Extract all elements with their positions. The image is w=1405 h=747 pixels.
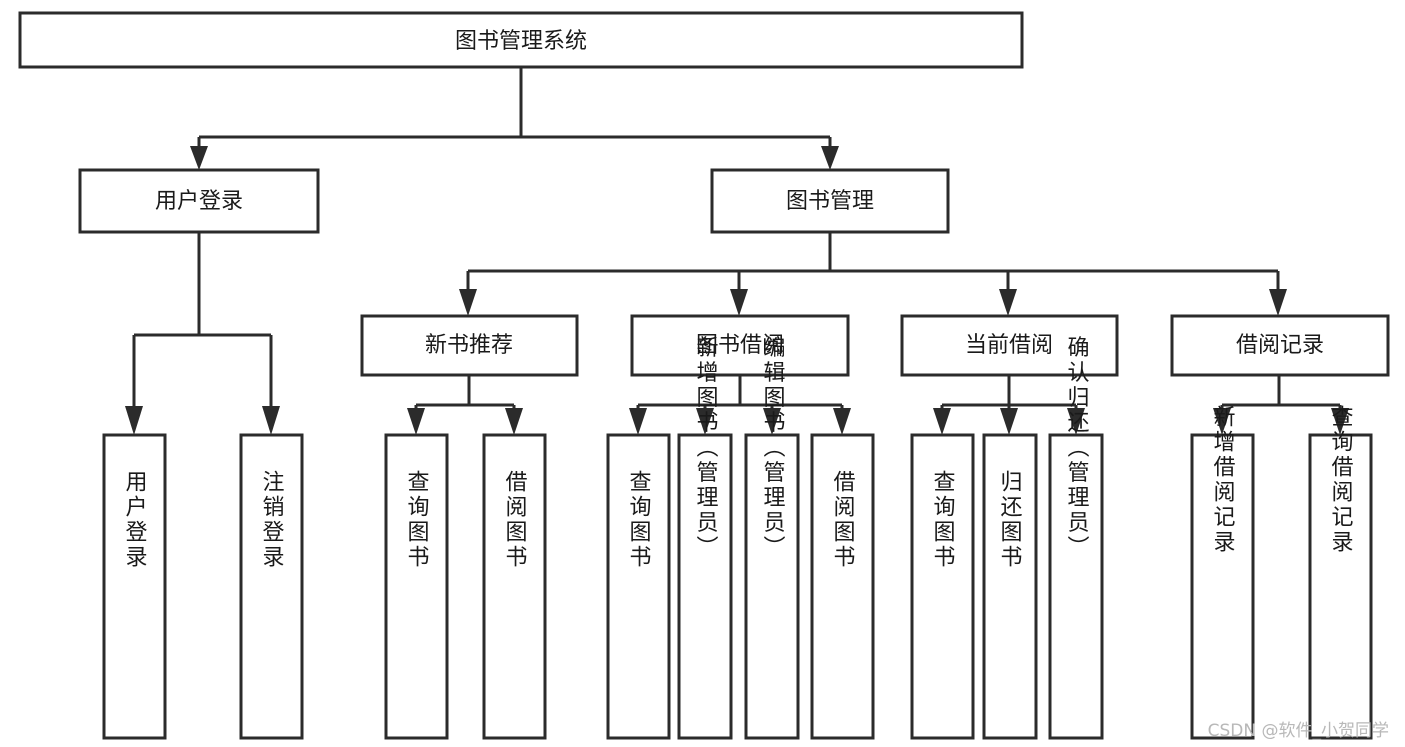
node-borrow-record-box[interactable]: [1170, 314, 1390, 377]
arrow-user-login-leaf-2: [262, 406, 280, 435]
leaf-query-book-brw[interactable]: 查询图书: [606, 433, 671, 740]
node-user-login-label: 用户登录: [155, 189, 243, 214]
leaf-query-book-cur[interactable]: 查询图书: [910, 433, 975, 740]
arrow-bb-leaf-4: [833, 408, 851, 435]
leaf-borrow-book-rec-box[interactable]: [482, 433, 547, 740]
leaf-query-book-rec[interactable]: 查询图书: [384, 433, 449, 740]
leaf-query-record[interactable]: 查询借阅记录: [1308, 405, 1373, 740]
node-book-manage-label: 图书管理: [786, 189, 874, 214]
node-book-borrow-box[interactable]: [630, 314, 850, 377]
leaf-add-book[interactable]: 新增图书（管理员）: [677, 336, 733, 740]
leaf-query-book-rec-label: 查询图书: [404, 470, 430, 570]
leaf-query-book-cur-label: 查询图书: [930, 470, 956, 570]
leaf-edit-book[interactable]: 编辑图书（管理员）: [744, 336, 800, 740]
node-current-borrow-label: 当前借阅: [965, 333, 1053, 358]
node-book-borrow[interactable]: 图书借阅: [630, 314, 850, 377]
leaf-confirm-return-box[interactable]: [1048, 433, 1104, 740]
leaf-borrow-book-rec[interactable]: 借阅图书: [482, 433, 547, 740]
node-root[interactable]: 图书管理系统: [18, 11, 1024, 69]
node-root-box[interactable]: [18, 11, 1024, 69]
arrow-br-leaf-1: [1213, 408, 1231, 435]
leaf-query-book-brw-label: 查询图书: [626, 470, 652, 570]
node-new-book-rec-box[interactable]: [360, 314, 579, 377]
node-root-label: 图书管理系统: [455, 29, 587, 54]
arrow-bb-leaf-3: [763, 408, 781, 435]
leaf-add-record-box[interactable]: [1190, 433, 1255, 740]
leaf-query-record-label: 查询借阅记录: [1328, 405, 1354, 555]
leaf-confirm-return-label: 确认归还（管理员）: [1064, 336, 1090, 561]
leaf-logout-label: 注销登录: [259, 470, 285, 570]
node-user-login-box[interactable]: [78, 168, 320, 234]
arrow-bb-leaf-1: [629, 408, 647, 435]
arrow-cb-leaf-2: [1000, 408, 1018, 435]
arrow-bm-to-book-borrow: [730, 289, 748, 316]
connector-layer: [125, 67, 1349, 435]
arrow-br-leaf-2: [1331, 408, 1349, 435]
node-book-borrow-label: 图书借阅: [696, 333, 784, 358]
arrow-nbr-leaf-1: [407, 408, 425, 435]
leaf-logout-box[interactable]: [239, 433, 304, 740]
arrow-bm-to-new-book-rec: [459, 289, 477, 316]
node-borrow-record[interactable]: 借阅记录: [1170, 314, 1390, 377]
leaf-user-login[interactable]: 用户登录: [102, 433, 167, 740]
node-book-manage-box[interactable]: [710, 168, 950, 234]
leaf-borrow-book-brw-box[interactable]: [810, 433, 875, 740]
leaf-confirm-return[interactable]: 确认归还（管理员）: [1048, 336, 1104, 740]
node-new-book-rec-label: 新书推荐: [425, 333, 513, 358]
leaf-user-login-label: 用户登录: [122, 470, 148, 570]
leaf-query-record-box[interactable]: [1308, 433, 1373, 740]
leaf-query-book-brw-box[interactable]: [606, 433, 671, 740]
node-new-book-rec[interactable]: 新书推荐: [360, 314, 579, 377]
arrow-cb-leaf-3: [1067, 408, 1085, 435]
arrow-bm-to-current-borrow: [999, 289, 1017, 316]
leaf-borrow-book-brw[interactable]: 借阅图书: [810, 433, 875, 740]
arrow-bm-to-borrow-record: [1269, 289, 1287, 316]
leaf-borrow-book-brw-label: 借阅图书: [830, 470, 856, 570]
leaf-query-book-rec-box[interactable]: [384, 433, 449, 740]
arrow-root-to-user-login: [190, 146, 208, 170]
node-book-manage[interactable]: 图书管理: [710, 168, 950, 234]
leaf-user-login-box[interactable]: [102, 433, 167, 740]
leaf-return-book-box[interactable]: [982, 433, 1038, 740]
node-borrow-record-label: 借阅记录: [1236, 333, 1324, 358]
arrow-root-to-book-manage: [821, 146, 839, 170]
leaf-edit-book-box[interactable]: [744, 433, 800, 740]
leaf-add-book-label: 新增图书（管理员）: [693, 336, 719, 561]
arrow-cb-leaf-1: [933, 408, 951, 435]
leaf-nodes-layer: 用户登录 注销登录 查询图书 借阅图书 查询图书 新增图书（管理员） 编辑图书（…: [102, 336, 1373, 740]
arrow-nbr-leaf-2: [505, 408, 523, 435]
leaf-return-book-label: 归还图书: [997, 470, 1023, 570]
leaf-logout[interactable]: 注销登录: [239, 433, 304, 740]
arrow-bb-leaf-2: [696, 408, 714, 435]
leaf-add-book-box[interactable]: [677, 433, 733, 740]
node-user-login[interactable]: 用户登录: [78, 168, 320, 234]
leaf-borrow-book-rec-label: 借阅图书: [502, 470, 528, 570]
leaf-query-book-cur-box[interactable]: [910, 433, 975, 740]
leaf-add-record-label: 新增借阅记录: [1210, 405, 1236, 555]
leaf-edit-book-label: 编辑图书（管理员）: [760, 336, 786, 561]
arrow-user-login-leaf-1: [125, 406, 143, 435]
node-current-borrow-box[interactable]: [900, 314, 1119, 377]
leaf-return-book[interactable]: 归还图书: [982, 433, 1038, 740]
node-current-borrow[interactable]: 当前借阅: [900, 314, 1119, 377]
leaf-add-record[interactable]: 新增借阅记录: [1190, 405, 1255, 740]
